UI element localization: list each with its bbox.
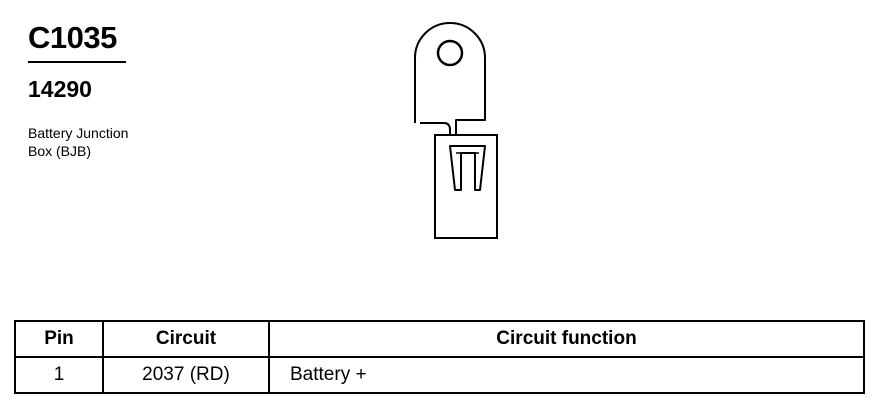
description-line-2: Box (BJB) (28, 143, 92, 159)
connector-id: C1035 (28, 20, 117, 55)
table-header-row: Pin Circuit Circuit function (14, 320, 865, 358)
pin-table: Pin Circuit Circuit function 1 2037 (RD)… (14, 320, 865, 394)
part-number: 14290 (28, 76, 92, 102)
ring-hole (436, 39, 464, 67)
connector-body (434, 134, 498, 239)
table-row: 1 2037 (RD) Battery + (14, 356, 865, 394)
ring-terminal-inner-edge (420, 122, 451, 150)
header-circuit-function: Circuit function (268, 320, 865, 358)
header-pin: Pin (14, 320, 104, 358)
connector-description: Battery Junction Box (BJB) (28, 124, 128, 160)
ring-terminal-connector-icon (414, 22, 498, 239)
cell-circuit: 2037 (RD) (102, 356, 270, 394)
ring-terminal-outline (414, 22, 486, 150)
description-line-1: Battery Junction (28, 125, 129, 141)
header-circuit: Circuit (102, 320, 270, 358)
title-underline (28, 61, 126, 63)
cell-circuit-function: Battery + (268, 356, 865, 394)
cell-pin: 1 (14, 356, 104, 394)
